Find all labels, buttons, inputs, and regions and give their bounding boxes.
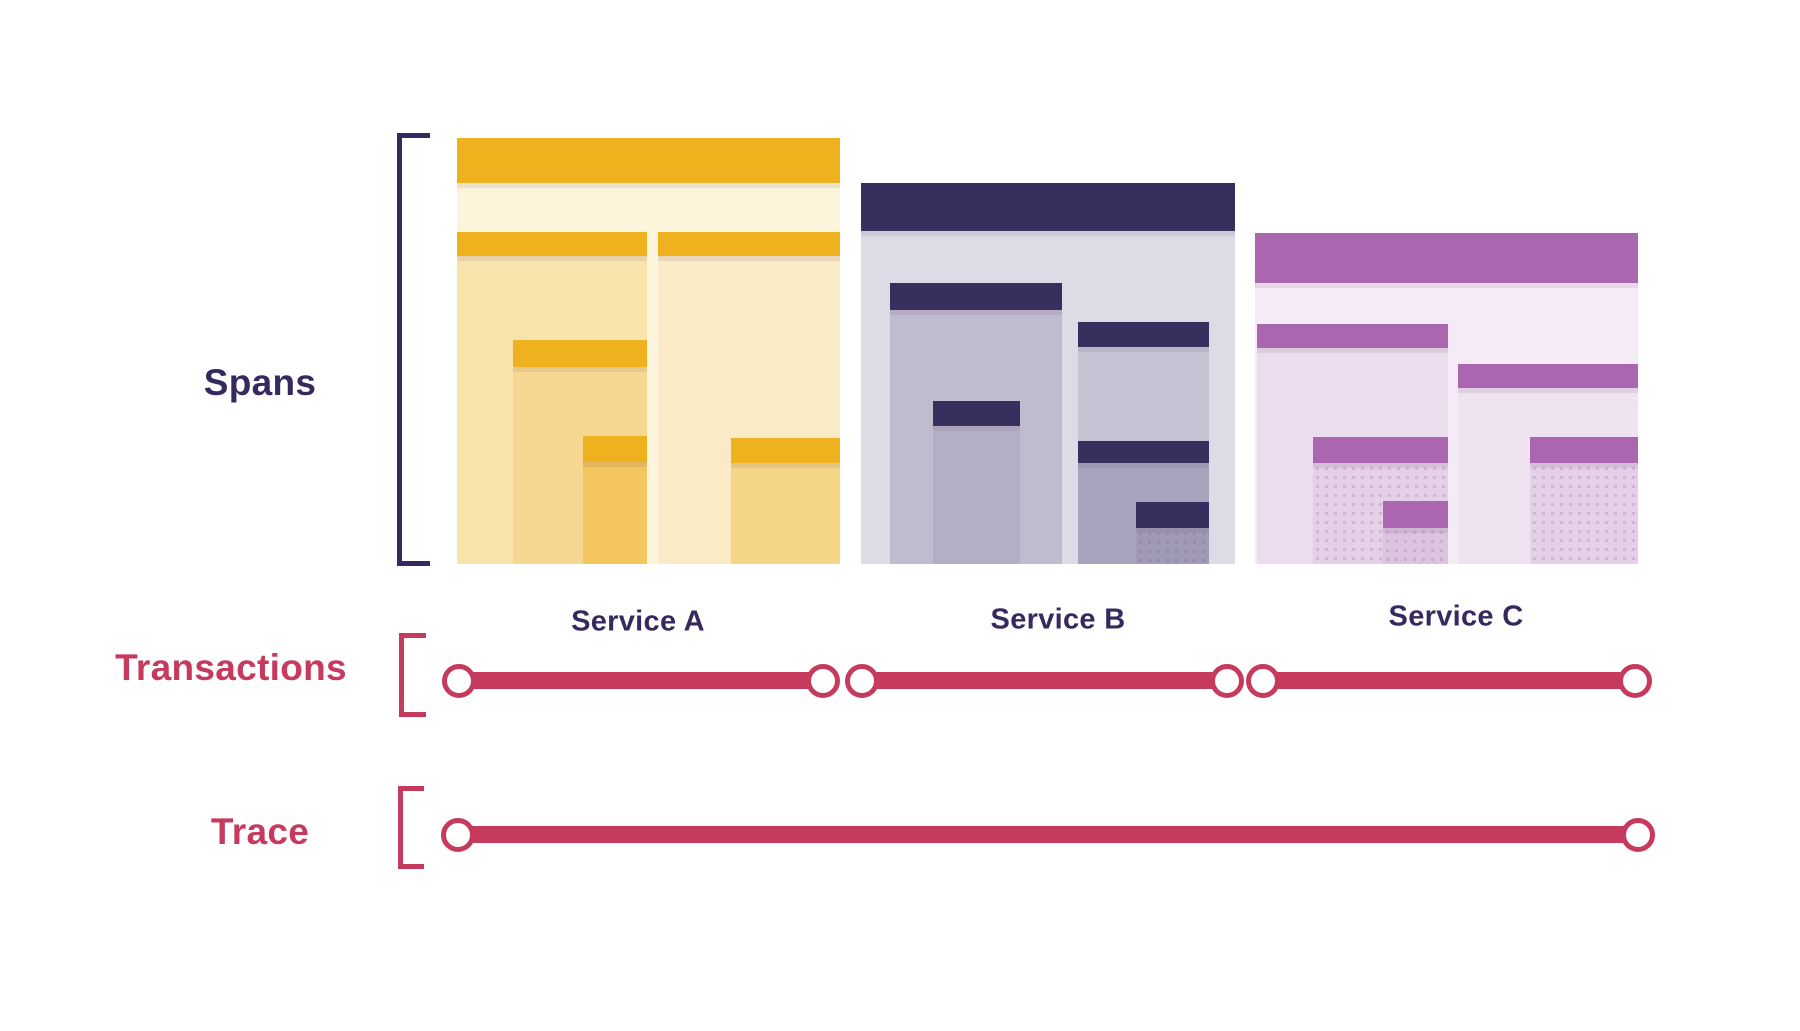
span-service-b-2	[933, 401, 1020, 564]
service-label-service-b: Service B	[990, 603, 1126, 636]
transaction-segment-1	[442, 664, 840, 698]
span-header-bar	[1255, 233, 1638, 283]
transactions-bracket	[399, 633, 426, 717]
span-header-bar	[1458, 364, 1638, 388]
span-header-bar	[1136, 502, 1209, 528]
span-header-bar	[1257, 324, 1448, 348]
span-header-bar	[1383, 501, 1448, 528]
span-header-bar	[731, 438, 840, 463]
timeline-endpoint-circle	[806, 664, 840, 698]
span-header-bar	[890, 283, 1062, 310]
timeline-endpoint-circle	[442, 664, 476, 698]
timeline-endpoint-circle	[1210, 664, 1244, 698]
transactions-row-label: Transactions	[115, 647, 347, 688]
span-header-bar	[457, 232, 647, 256]
timeline-bar	[862, 672, 1227, 689]
timeline-endpoint-circle	[1246, 664, 1280, 698]
span-header-bar	[861, 183, 1235, 231]
span-service-c-5	[1530, 437, 1638, 564]
timeline-endpoint-circle	[441, 818, 475, 852]
span-header-bar	[513, 340, 647, 367]
timeline-endpoint-circle	[1621, 818, 1655, 852]
service-label-service-c: Service C	[1388, 600, 1524, 633]
span-service-a-5	[731, 438, 840, 564]
span-header-bar	[1078, 441, 1209, 463]
trace-bracket	[398, 786, 424, 869]
span-header-bar	[1313, 437, 1448, 463]
service-label-service-a: Service A	[571, 605, 705, 638]
transaction-segment-2	[845, 664, 1244, 698]
span-header-bar	[933, 401, 1020, 426]
timeline-bar	[1263, 672, 1635, 689]
span-header-bar	[1078, 322, 1209, 347]
span-header-bar	[658, 232, 840, 256]
span-service-b-5	[1136, 502, 1209, 564]
span-header-bar	[457, 138, 840, 183]
span-service-c-3	[1383, 501, 1448, 564]
span-header-bar	[583, 436, 647, 462]
span-service-a-3	[583, 436, 647, 564]
timeline-bar	[458, 826, 1638, 843]
spans-row-label: Spans	[203, 362, 317, 403]
spans-bracket	[397, 133, 430, 566]
trace-row-label: Trace	[210, 811, 310, 852]
timeline-endpoint-circle	[1618, 664, 1652, 698]
timeline-bar	[459, 672, 823, 689]
transaction-segment-3	[1246, 664, 1652, 698]
timeline-endpoint-circle	[845, 664, 879, 698]
trace-segment	[441, 818, 1655, 852]
span-header-bar	[1530, 437, 1638, 463]
